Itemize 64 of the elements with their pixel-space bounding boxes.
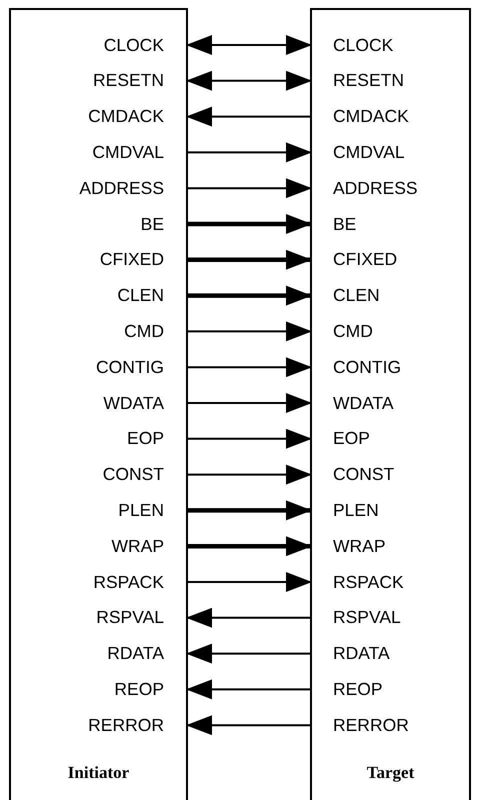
signal-name: REOP [333, 678, 383, 700]
module-box [310, 8, 471, 800]
signal-name: RSPVAL [96, 607, 164, 628]
signal-name: CMD [333, 320, 373, 342]
signal-name: CMDVAL [333, 142, 405, 163]
signal-name: PLEN [118, 500, 164, 521]
signal-name: WDATA [333, 392, 394, 414]
signal-arrow [186, 536, 312, 556]
signal-name: CONST [102, 464, 164, 486]
signal-name: CLEN [117, 285, 164, 306]
signal-name: EOP [333, 428, 370, 450]
signal-name: CMD [124, 320, 164, 342]
signal-arrow [186, 214, 312, 234]
signal-name: CLOCK [333, 34, 394, 56]
signal-name: CLOCK [104, 34, 164, 56]
signal-name: WRAP [112, 536, 164, 557]
signal-arrow [186, 393, 312, 413]
signal-name: REOP [114, 678, 164, 700]
signal-name: WDATA [103, 392, 164, 414]
signal-arrow [186, 106, 312, 127]
signal-name: EOP [127, 428, 164, 450]
signal-arrow [186, 464, 312, 485]
module-title: Target [366, 763, 416, 783]
signal-name: RESETN [333, 70, 404, 92]
signal-arrow [186, 608, 312, 628]
signal-name: RDATA [107, 643, 164, 664]
signal-name: RERROR [333, 714, 409, 736]
signal-arrow [186, 679, 312, 700]
signal-arrow [186, 321, 312, 342]
signal-name: RSPACK [333, 572, 404, 592]
signal-arrow [186, 286, 312, 306]
signal-name: ADDRESS [79, 178, 164, 199]
signal-arrow [186, 250, 312, 270]
signal-name: BE [333, 214, 356, 234]
signal-arrow [186, 357, 312, 378]
signal-name: WRAP [333, 536, 386, 557]
signal-arrow [186, 35, 312, 55]
signal-name: RESETN [93, 70, 164, 92]
signal-name: RERROR [88, 714, 164, 736]
signal-name: CONTIG [333, 356, 402, 378]
signal-arrow [186, 500, 312, 520]
signal-name: PLEN [333, 500, 379, 521]
signal-name: CONST [333, 464, 394, 486]
module-title: Initiator [66, 763, 130, 783]
signal-name: RSPVAL [333, 607, 401, 628]
signal-arrow [186, 715, 312, 736]
signal-name: CLEN [333, 285, 380, 306]
signal-arrow [186, 178, 312, 198]
signal-name: CFIXED [333, 249, 398, 270]
signal-arrow [186, 70, 312, 91]
signal-name: CONTIG [96, 356, 164, 378]
signal-arrow [186, 644, 312, 664]
module-box [9, 8, 188, 800]
signal-arrow [186, 142, 312, 162]
signal-name: CMDACK [88, 106, 164, 128]
signal-arrow [186, 428, 312, 449]
signal-name: RDATA [333, 643, 390, 664]
signal-name: CMDVAL [92, 142, 164, 163]
signal-name: ADDRESS [333, 178, 418, 199]
signal-name: CFIXED [100, 249, 164, 270]
signal-name: CMDACK [333, 106, 409, 128]
signal-arrow [186, 572, 312, 592]
signal-name: RSPACK [93, 572, 164, 592]
signal-name: BE [140, 214, 164, 234]
